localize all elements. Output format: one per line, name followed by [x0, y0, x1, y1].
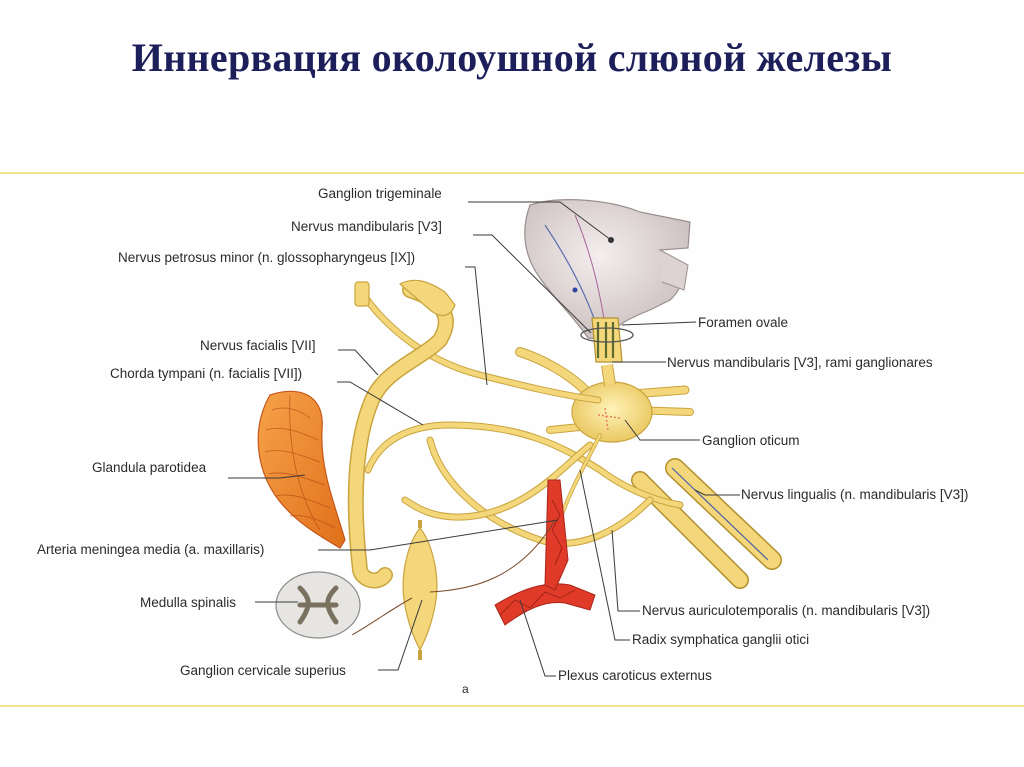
label-ganglion-trigeminale: Ganglion trigeminale	[318, 186, 442, 201]
label-ganglion-oticum: Ganglion oticum	[702, 433, 800, 448]
glandula-parotidea-shape	[258, 391, 345, 548]
label-foramen-ovale: Foramen ovale	[698, 315, 788, 330]
label-arteria-meningea-media: Arteria meningea media (a. maxillaris)	[37, 542, 264, 557]
label-plexus-caroticus-externus: Plexus caroticus externus	[558, 668, 712, 683]
ganglion-oticum-shape	[520, 352, 690, 442]
label-chorda-tympani: Chorda tympani (n. facialis [VII])	[110, 366, 302, 381]
label-radix-symphatica: Radix symphatica ganglii otici	[632, 632, 809, 647]
label-nervus-lingualis: Nervus lingualis (n. mandibularis [V3])	[741, 487, 968, 502]
label-nervus-petrosus-minor: Nervus petrosus minor (n. glossopharynge…	[118, 250, 415, 265]
label-medulla-spinalis: Medulla spinalis	[140, 595, 236, 610]
nervus-lingualis-shape	[640, 468, 772, 580]
label-rami-ganglionares: Nervus mandibularis [V3], rami gangliona…	[667, 355, 933, 370]
label-nervus-mandibularis: Nervus mandibularis [V3]	[291, 219, 442, 234]
label-nervus-facialis: Nervus facialis [VII]	[200, 338, 316, 353]
label-glandula-parotidea: Glandula parotidea	[92, 460, 207, 475]
label-ganglion-cervicale-superius: Ganglion cervicale superius	[180, 663, 346, 678]
figure-letter: a	[462, 682, 469, 696]
label-nervus-auriculotemporalis: Nervus auriculotemporalis (n. mandibular…	[642, 603, 930, 618]
medulla-spinalis-shape	[276, 572, 360, 638]
